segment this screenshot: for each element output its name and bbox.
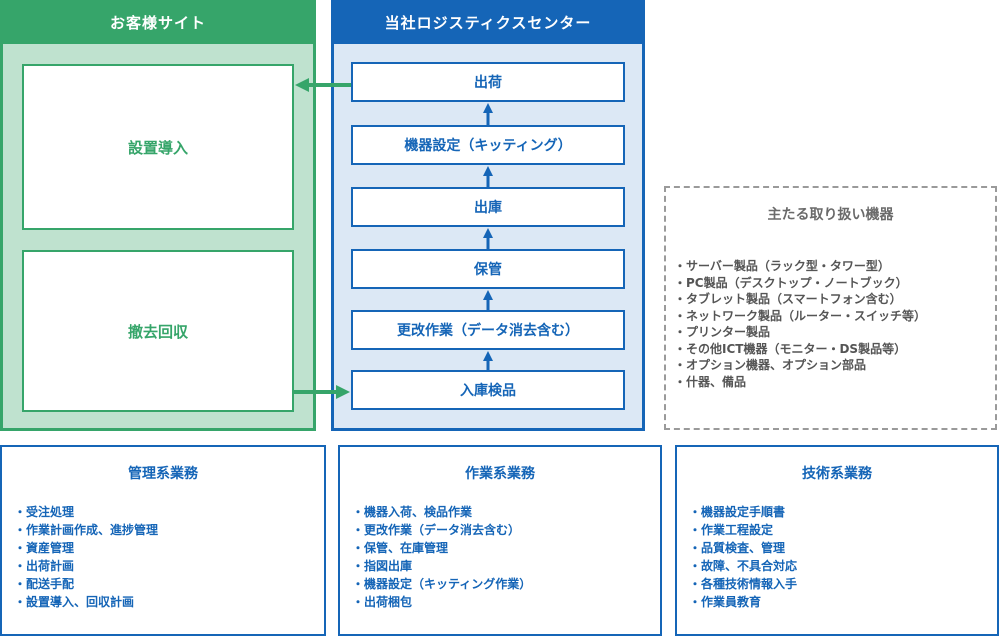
step-kitting: 機器設定（キッティング）: [351, 125, 625, 165]
list-item: 作業工程設定: [689, 521, 797, 539]
technical-title: 技術系業務: [802, 466, 872, 482]
management-box: 管理系業務 受注処理 作業計画作成、進捗管理 資産管理 出荷計画 配送手配 設置…: [0, 445, 326, 636]
equipment-list: サーバー製品（ラック型・タワー型） PC製品（デスクトップ・ノートブック） タブ…: [674, 258, 926, 390]
list-item: 作業計画作成、進捗管理: [14, 521, 158, 539]
install-box: 設置導入: [22, 64, 294, 230]
list-item: 保管、在庫管理: [352, 539, 531, 557]
list-item: 出荷梱包: [352, 593, 531, 611]
list-item: 故障、不具合対応: [689, 557, 797, 575]
operations-title: 作業系業務: [465, 466, 535, 482]
logistics-center-title: 当社ロジスティクスセンター: [331, 0, 645, 44]
technical-list: 機器設定手順書 作業工程設定 品質検査、管理 故障、不具合対応 各種技術情報入手…: [689, 503, 797, 611]
list-item: プリンター製品: [674, 324, 926, 341]
customer-site-title: お客様サイト: [0, 0, 316, 44]
step-dispatch: 出庫: [351, 187, 625, 227]
list-item: 作業員教育: [689, 593, 797, 611]
management-list: 受注処理 作業計画作成、進捗管理 資産管理 出荷計画 配送手配 設置導入、回収計…: [14, 503, 158, 611]
list-item: ネットワーク製品（ルーター・スイッチ等）: [674, 308, 926, 325]
step-inspection: 入庫検品: [351, 370, 625, 410]
step-renewal: 更改作業（データ消去含む）: [351, 310, 625, 350]
list-item: 受注処理: [14, 503, 158, 521]
list-item: 機器設定（キッティング作業）: [352, 575, 531, 593]
operations-list: 機器入荷、検品作業 更改作業（データ消去含む） 保管、在庫管理 指図出庫 機器設…: [352, 503, 531, 611]
list-item: 各種技術情報入手: [689, 575, 797, 593]
list-item: タブレット製品（スマートフォン含む）: [674, 291, 926, 308]
list-item: 品質検査、管理: [689, 539, 797, 557]
list-item: 機器入荷、検品作業: [352, 503, 531, 521]
list-item: 機器設定手順書: [689, 503, 797, 521]
management-title: 管理系業務: [128, 466, 198, 482]
list-item: 更改作業（データ消去含む）: [352, 521, 531, 539]
list-item: 配送手配: [14, 575, 158, 593]
step-shipping: 出荷: [351, 62, 625, 102]
list-item: PC製品（デスクトップ・ノートブック）: [674, 275, 926, 292]
list-item: 指図出庫: [352, 557, 531, 575]
operations-box: 作業系業務 機器入荷、検品作業 更改作業（データ消去含む） 保管、在庫管理 指図…: [338, 445, 662, 636]
list-item: サーバー製品（ラック型・タワー型）: [674, 258, 926, 275]
technical-box: 技術系業務 機器設定手順書 作業工程設定 品質検査、管理 故障、不具合対応 各種…: [675, 445, 999, 636]
equipment-box: 主たる取り扱い機器 サーバー製品（ラック型・タワー型） PC製品（デスクトップ・…: [664, 186, 997, 430]
list-item: 出荷計画: [14, 557, 158, 575]
list-item: オプション機器、オプション部品: [674, 357, 926, 374]
equipment-title: 主たる取り扱い機器: [767, 207, 894, 223]
list-item: 設置導入、回収計画: [14, 593, 158, 611]
list-item: 什器、備品: [674, 374, 926, 391]
removal-box: 撤去回収: [22, 250, 294, 412]
list-item: 資産管理: [14, 539, 158, 557]
step-storage: 保管: [351, 249, 625, 289]
list-item: その他ICT機器（モニター・DS製品等）: [674, 341, 926, 358]
